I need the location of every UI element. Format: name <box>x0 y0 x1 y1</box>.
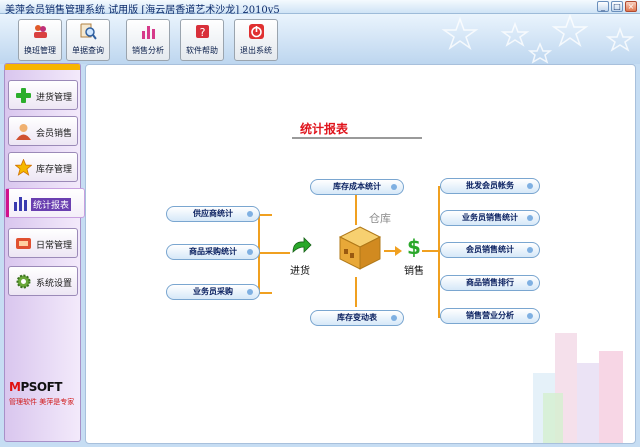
sidebar-item-label: 库存管理 <box>36 165 73 175</box>
inventory-cost-stats-button[interactable]: 库存成本统计 <box>310 179 404 195</box>
arrow-right-icon <box>384 246 402 256</box>
star-icon <box>15 159 32 176</box>
sales-analysis-label: 销售分析 <box>132 46 164 55</box>
member-sales-stats-button[interactable]: 会员销售统计 <box>440 242 540 258</box>
wholesale-member-accounts-button[interactable]: 批发会员帐务 <box>440 178 540 194</box>
software-help-button[interactable]: ? 软件帮助 <box>180 19 224 61</box>
document-query-button[interactable]: 单据查询 <box>66 19 110 61</box>
sidebar-item-label: 统计报表 <box>31 198 72 211</box>
exit-system-button[interactable]: 退出系统 <box>234 19 278 61</box>
sidebar-item-daily[interactable]: 日常管理 <box>8 228 78 258</box>
sales-label: 销售 <box>404 266 424 277</box>
window-title: 美萍会员销售管理系统 试用版 [海云居香道艺术沙龙] 2010v5 <box>5 5 280 16</box>
star-pattern-decoration <box>441 14 635 64</box>
title-bar: 美萍会员销售管理系统 试用版 [海云居香道艺术沙龙] 2010v5 _ □ × <box>0 0 640 16</box>
supplier-stats-button[interactable]: 供应商统计 <box>166 206 260 222</box>
logo-slogan: 管理软件 美萍是专家 <box>9 398 75 406</box>
sidebar-item-purchase[interactable]: 进货管理 <box>8 80 78 110</box>
sidebar-item-member-sales[interactable]: 会员销售 <box>8 116 78 146</box>
shift-change-button[interactable]: 换班管理 <box>18 19 62 61</box>
logo-brand: MPSOFT <box>9 380 62 394</box>
salesperson-sales-stats-button[interactable]: 业务员销售统计 <box>440 210 540 226</box>
warehouse-box-icon <box>338 226 382 270</box>
mpsoft-logo: MPSOFT 管理软件 美萍是专家 <box>9 380 74 407</box>
exit-system-label: 退出系统 <box>240 46 272 55</box>
svg-text:?: ? <box>200 26 206 39</box>
bar-chart-icon <box>14 197 27 211</box>
document-query-label: 单据查询 <box>72 46 104 55</box>
sidebar-item-inventory[interactable]: 库存管理 <box>8 152 78 182</box>
svg-text:$: $ <box>407 235 421 257</box>
maximize-button[interactable]: □ <box>611 1 623 12</box>
purchase-label: 进货 <box>290 266 310 277</box>
sales-revenue-analysis-button[interactable]: 销售营业分析 <box>440 308 540 324</box>
warehouse-connector-top <box>355 187 357 225</box>
sidebar: 进货管理 会员销售 库存管理 统计报表 日常管理 系统设置 MPS <box>4 63 85 442</box>
salesperson-purchase-button[interactable]: 业务员采购 <box>166 284 260 300</box>
minimize-button[interactable]: _ <box>597 1 609 12</box>
window-controls: _ □ × <box>597 1 637 12</box>
sidebar-item-reports[interactable]: 统计报表 <box>5 188 85 218</box>
title-underline <box>292 137 422 139</box>
shift-change-label: 换班管理 <box>24 46 56 55</box>
sales-analysis-button[interactable]: 销售分析 <box>126 19 170 61</box>
tools-icon <box>16 238 31 249</box>
green-arrow-icon <box>292 237 312 253</box>
dollar-icon: $ <box>407 235 421 257</box>
warehouse-connector-bottom <box>355 277 357 307</box>
warehouse-label: 仓库 <box>369 212 391 225</box>
software-help-label: 软件帮助 <box>186 46 218 55</box>
power-exit-icon <box>249 24 264 39</box>
purchase-connector-main <box>260 252 290 254</box>
main-panel: 统计报表 供应商统计 商品采购统计 业务员采购 进货 库存成本统计 库存变动表 … <box>85 64 636 444</box>
sidebar-item-label: 系统设置 <box>36 279 73 289</box>
sidebar-top-accent <box>5 64 80 70</box>
product-purchase-stats-button[interactable]: 商品采购统计 <box>166 244 260 260</box>
member-person-icon <box>16 124 31 140</box>
inventory-change-button[interactable]: 库存变动表 <box>310 310 404 326</box>
help-book-icon: ? <box>196 25 209 39</box>
purchase-connector-3 <box>258 292 272 294</box>
gear-icon <box>16 274 31 289</box>
toolbar: 换班管理 单据查询 销售分析 ? 软件帮助 退出系统 <box>0 14 640 64</box>
close-button[interactable]: × <box>625 1 637 12</box>
sidebar-item-label: 进货管理 <box>36 93 73 103</box>
page-title: 统计报表 <box>300 122 349 136</box>
green-plus-icon <box>16 88 31 103</box>
magnifier-icon <box>80 23 97 40</box>
purchase-connector-1 <box>258 214 272 216</box>
bar-chart-icon <box>142 26 155 39</box>
product-sales-ranking-button[interactable]: 商品销售排行 <box>440 275 540 291</box>
people-swap-icon <box>34 25 47 38</box>
sidebar-item-label: 日常管理 <box>36 241 73 251</box>
sidebar-item-settings[interactable]: 系统设置 <box>8 266 78 296</box>
decorative-bars-graphic <box>533 333 623 443</box>
sales-connector-main <box>422 250 438 252</box>
sidebar-item-label: 会员销售 <box>36 129 73 139</box>
